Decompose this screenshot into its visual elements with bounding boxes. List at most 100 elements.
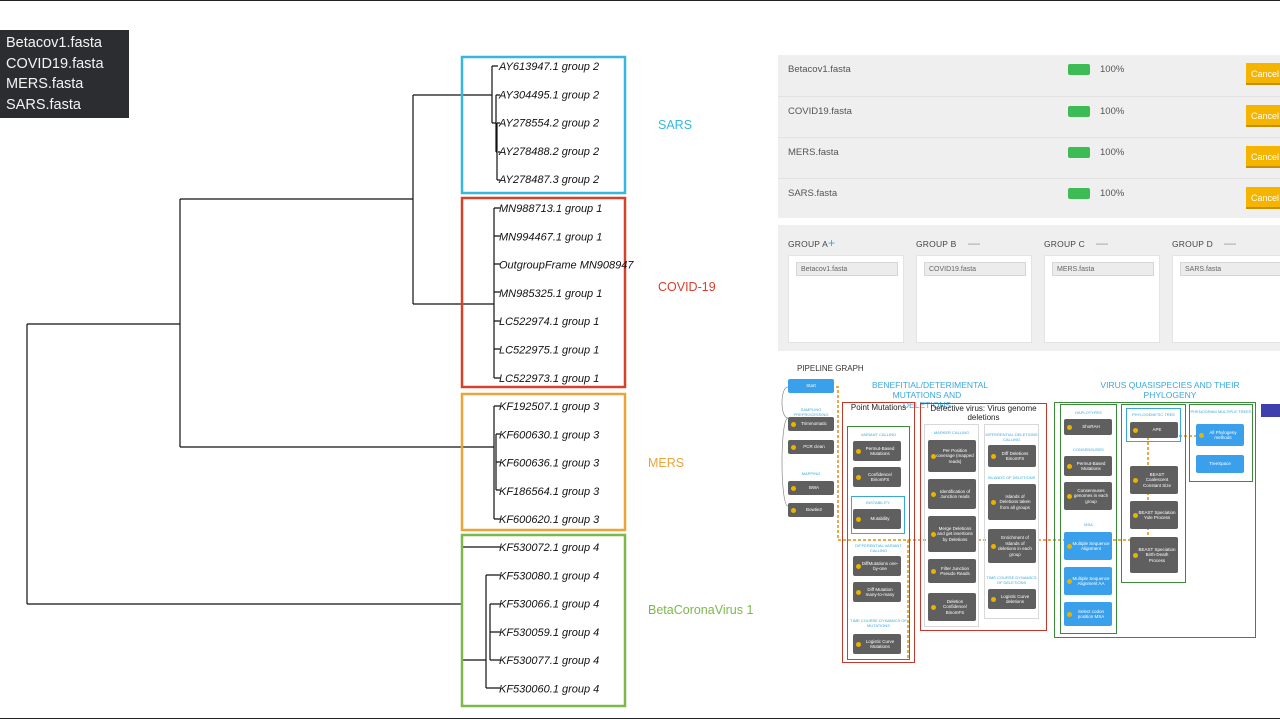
group-a-dropzone[interactable]: Betacov1.fasta [788, 255, 904, 343]
remove-group-icon[interactable]: — [1096, 236, 1108, 250]
pipeline-node[interactable]: Multiple Sequence Alignment AA [1064, 567, 1112, 595]
pipeline-node[interactable]: Filter Junction Pseudo Reads [928, 559, 976, 583]
covid19-label: COVID-19 [658, 280, 716, 294]
category-label: HAPLOTYPES [1075, 410, 1102, 415]
pipeline-node[interactable]: Identification of Junction reads [928, 479, 976, 509]
pipeline-node[interactable]: BEAST Speciation Birth-Death Process [1130, 537, 1178, 573]
pipeline-node[interactable]: Diff Mutation many-to-many [853, 582, 901, 602]
pipeline-node[interactable]: BWA [788, 481, 834, 495]
start-node[interactable]: Start [788, 379, 834, 393]
group-d-dropzone[interactable]: SARS.fasta [1172, 255, 1280, 343]
pipeline-node[interactable]: Permut-Based Mutations [1064, 456, 1112, 476]
pipeline-node[interactable]: Enrichment of Islands of deletions in ea… [988, 529, 1036, 563]
tree-leaf-label: KF600630.1 group 3 [499, 429, 600, 441]
cancel-button[interactable]: Cancel [1246, 187, 1280, 209]
pipeline-node[interactable]: Islands of Deletions taken from all grou… [988, 484, 1036, 520]
tree-leaf-label: KF530059.1 group 4 [499, 627, 599, 639]
pipeline-node[interactable]: Mutability [853, 509, 901, 529]
tree-leaf-label: MN988713.1 group 1 [499, 203, 602, 215]
pipeline-node[interactable]: DiffMutations one-by-one [853, 556, 901, 576]
upload-file-name: Betacov1.fasta [788, 64, 851, 75]
group-file-chip[interactable]: MERS.fasta [1052, 262, 1154, 276]
section-title-phylogeny: VIRUS QUASISPECIES AND THEIR PHYLOGENY [1100, 380, 1240, 400]
category-label: DIFFERENTIAL DELETIONS CALLING [985, 432, 1038, 442]
betacoronavirus-frame [460, 533, 627, 708]
pipeline-node[interactable]: ShoRAH [1064, 419, 1112, 435]
pipeline-node[interactable]: Logistic Curve Mutations [853, 634, 901, 654]
phylo-tree-frame [1126, 408, 1181, 442]
betacoronavirus-label: BetaCoronaVirus 1 [648, 603, 753, 617]
group-a-label: GROUP A [788, 239, 828, 249]
upload-row: SARS.fasta 100% Cancel [778, 178, 1280, 220]
tree-leaf-label: KF530060.1 group 4 [499, 684, 599, 696]
upload-percent: 100% [1100, 64, 1125, 75]
point-inner-frame [847, 426, 910, 660]
file-list-item: SARS.fasta [6, 96, 81, 113]
cancel-button[interactable]: Cancel [1246, 146, 1280, 168]
pipeline-node[interactable]: Per Position coverage (mapped reads) [928, 440, 976, 472]
category-label: ISLANDS OF DELETIONS [987, 475, 1036, 480]
pipeline-node[interactable]: All Phylogeny methods [1196, 424, 1244, 446]
point-mutations-title: Point Mutations [850, 403, 907, 412]
pipeline-node[interactable]: Trimmomatic [788, 417, 834, 431]
progress-bar [1068, 188, 1090, 199]
group-file-chip[interactable]: SARS.fasta [1180, 262, 1280, 276]
pipeline-node[interactable]: BEAST Coalescent Constant Size [1130, 466, 1178, 494]
file-list-item: Betacov1.fasta [6, 35, 102, 51]
remove-group-icon[interactable]: — [968, 236, 980, 250]
file-list-item: MERS.fasta [6, 76, 84, 92]
tree-leaf-label: AY613947.1 group 2 [498, 61, 599, 73]
pipeline-node[interactable]: BEAST Speciation Yule Process [1130, 501, 1178, 529]
pipeline-node[interactable]: Merge Deletions and get insertions by De… [928, 516, 976, 552]
upload-panel: Betacov1.fasta 100% Cancel COVID19.fasta… [778, 55, 1280, 218]
upload-row: COVID19.fasta 100% Cancel [778, 96, 1280, 138]
add-group-icon[interactable]: + [828, 236, 836, 250]
pipeline-node[interactable]: Logistic Curve deletions [988, 589, 1036, 609]
sars-frame [460, 55, 627, 195]
group-c-dropzone[interactable]: MERS.fasta [1044, 255, 1160, 343]
tree-branch [491, 65, 500, 181]
group-file-chip[interactable]: COVID19.fasta [924, 262, 1026, 276]
tree-leaf-label: AY304495.1 group 2 [498, 89, 599, 101]
category-label: CONSENSUSES [1073, 447, 1104, 452]
tree-leaf-label: LC522973.1 group 1 [499, 373, 599, 385]
group-file-chip[interactable]: Betacov1.fasta [796, 262, 898, 276]
tree-leaf-label: KF530077.1 group 4 [499, 655, 599, 667]
upload-file-name: SARS.fasta [788, 188, 838, 199]
phylogenetic-tree: AY613947.1 group 2 AY304495.1 group 2 AY27… [26, 55, 753, 708]
upload-row: MERS.fasta 100% Cancel [778, 137, 1280, 179]
tree-leaf-label: MN994467.1 group 1 [499, 231, 602, 243]
pipeline-node[interactable]: Permut-Based Mutations [853, 441, 901, 461]
cancel-button[interactable]: Cancel [1246, 105, 1280, 127]
file-list: Betacov1.fasta COVID19.fasta MERS.fasta … [0, 30, 129, 118]
marker-calling-frame [924, 424, 979, 627]
upload-percent: 100% [1100, 188, 1125, 199]
group-b-dropzone[interactable]: COVID19.fasta [916, 255, 1032, 343]
pipeline-node[interactable]: TreeSpace [1196, 455, 1244, 473]
category-label: PHYLOGENETIC TREE [1131, 412, 1176, 417]
category-label: VARIANT CALLING [860, 432, 897, 437]
category-label: SAMPLING PREPROCESSING [793, 407, 829, 417]
group-d-label: GROUP D [1172, 239, 1213, 249]
pipeline-node[interactable]: Select codon position MSA [1064, 602, 1112, 626]
category-label: DIFFERENTIAL VARIANT CALLING [855, 543, 902, 553]
section-title-mutations: BENEFITIAL/DETERIMENTAL MUTATIONS AND DE… [872, 380, 989, 410]
tree-leaf-label: KF530066.1 group 4 [499, 599, 599, 611]
category-label: PHENOGRAM MULTIPLE TREES [1190, 409, 1252, 414]
remove-group-icon[interactable]: — [1224, 236, 1236, 250]
pipeline-node[interactable]: Confidence/ BinomFS [853, 467, 901, 487]
upload-percent: 100% [1100, 147, 1125, 158]
pipeline-node[interactable]: Diff Deletions BinomFS [988, 445, 1036, 467]
pipeline-node[interactable]: Deletion Confidence/ BinomFS [928, 593, 976, 621]
cancel-button[interactable]: Cancel [1246, 63, 1280, 85]
defective-virus-title: Defective virus: Virus genome deletions [930, 404, 1037, 422]
tree-leaf-label: OutgroupFrame MN908947 [499, 260, 634, 272]
tree-leaf-label: AY278487.3 group 2 [498, 174, 599, 186]
tree-leaf-label: LC522974.1 group 1 [499, 316, 599, 328]
deletions-frame [984, 424, 1039, 619]
pipeline-node[interactable]: Consensuses genomes in each group [1064, 482, 1112, 510]
pipeline-node[interactable]: PCR clean [788, 440, 834, 454]
pipeline-node[interactable]: Bowtie2 [788, 503, 834, 517]
pipeline-node[interactable]: APE [1130, 422, 1178, 438]
pipeline-node[interactable]: Multiple Sequence Alignment [1064, 532, 1112, 560]
